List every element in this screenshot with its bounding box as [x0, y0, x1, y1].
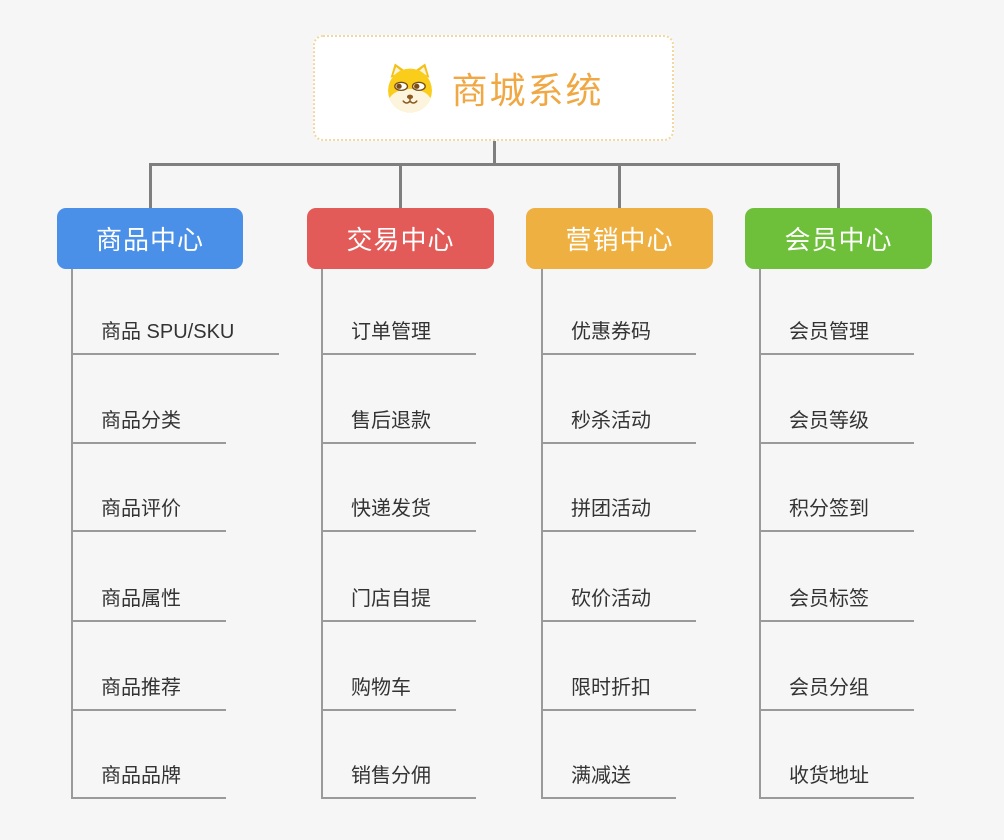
leaf-node[interactable]: 限时折扣 [543, 675, 696, 711]
leaf-node[interactable]: 秒杀活动 [543, 408, 696, 444]
connector-horizontal [149, 163, 840, 166]
branch-column-marketing-center: 优惠券码 秒杀活动 拼团活动 砍价活动 限时折扣 满减送 [541, 269, 696, 799]
connector-drop-marketing [618, 166, 621, 208]
leaf-node[interactable]: 会员等级 [761, 408, 914, 444]
leaf-node[interactable]: 满减送 [543, 763, 676, 799]
branch-node-trade-center[interactable]: 交易中心 [307, 208, 494, 269]
root-node-title: 商城系统 [451, 70, 604, 111]
root-node-mall-system[interactable]: 商城系统 [313, 35, 674, 141]
leaf-node[interactable]: 会员标签 [761, 586, 914, 622]
leaf-node[interactable]: 快递发货 [323, 496, 476, 532]
branch-column-member-center: 会员管理 会员等级 积分签到 会员标签 会员分组 收货地址 [759, 269, 914, 799]
branch-column-product-center: 商品 SPU/SKU 商品分类 商品评价 商品属性 商品推荐 商品品牌 [71, 269, 280, 799]
leaf-node[interactable]: 订单管理 [323, 319, 476, 355]
branch-node-marketing-center[interactable]: 营销中心 [526, 208, 713, 269]
leaf-node[interactable]: 购物车 [323, 675, 456, 711]
branch-column-trade-center: 订单管理 售后退款 快递发货 门店自提 购物车 销售分佣 [321, 269, 476, 799]
leaf-node[interactable]: 砍价活动 [543, 586, 696, 622]
connector-root-stem [493, 141, 496, 164]
leaf-node[interactable]: 拼团活动 [543, 496, 696, 532]
leaf-node[interactable]: 商品推荐 [73, 675, 226, 711]
leaf-node[interactable]: 收货地址 [761, 763, 914, 799]
branch-node-product-center[interactable]: 商品中心 [57, 208, 243, 269]
leaf-node[interactable]: 门店自提 [323, 586, 476, 622]
leaf-node[interactable]: 会员分组 [761, 675, 914, 711]
leaf-node[interactable]: 会员管理 [761, 319, 914, 355]
branch-node-member-center[interactable]: 会员中心 [745, 208, 932, 269]
dog-face-icon [388, 63, 433, 113]
connector-drop-products [149, 166, 152, 208]
leaf-node[interactable]: 商品评价 [73, 496, 226, 532]
leaf-node[interactable]: 售后退款 [323, 408, 476, 444]
leaf-node[interactable]: 销售分佣 [323, 763, 476, 799]
leaf-node[interactable]: 积分签到 [761, 496, 914, 532]
leaf-node[interactable]: 商品分类 [73, 408, 226, 444]
leaf-node[interactable]: 商品属性 [73, 586, 226, 622]
leaf-node[interactable]: 优惠券码 [543, 319, 696, 355]
leaf-node[interactable]: 商品品牌 [73, 763, 226, 799]
connector-drop-trade [399, 166, 402, 208]
leaf-node[interactable]: 商品 SPU/SKU [73, 319, 280, 355]
connector-drop-members [837, 166, 840, 208]
